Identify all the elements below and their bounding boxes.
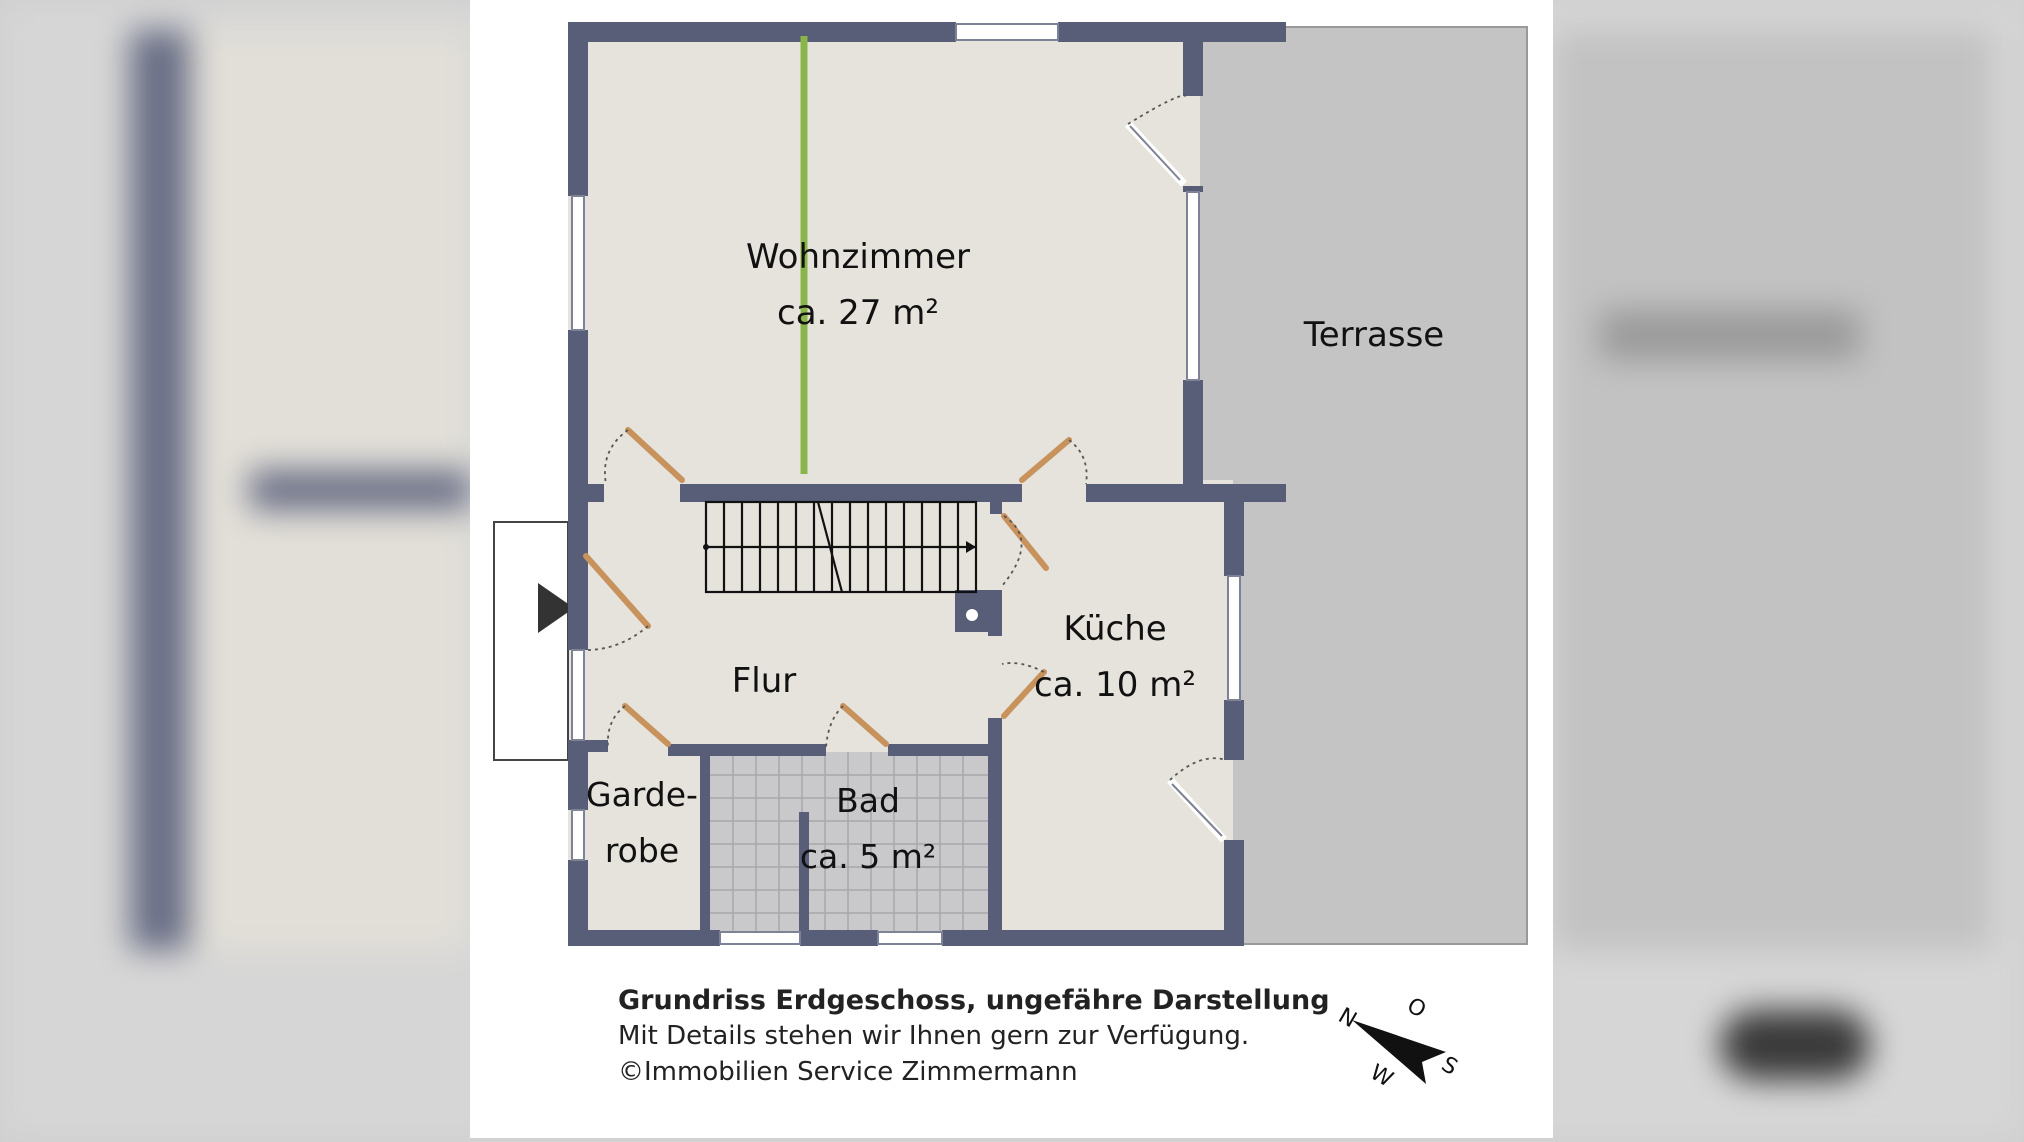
compass-north: N [1334,1003,1361,1033]
plan-caption: Grundriss Erdgeschoss, ungefähre Darstel… [618,984,1330,1090]
compass-west: W [1366,1060,1398,1093]
compass-needle-icon [1352,1020,1446,1084]
room-area-bad: ca. 5 m² [800,837,936,876]
entrance-landing [493,521,569,761]
room-name-flur: Flur [732,661,797,701]
room-name-wohnzimmer: Wohnzimmer [746,237,970,277]
room-area-wohnzimmer: ca. 27 m² [777,293,939,333]
compass-east: O [1402,993,1430,1023]
entrance-arrow-icon [538,583,574,633]
room-name-garderobe-1: Garde- [586,775,698,814]
room-name-kueche: Küche [1063,609,1166,649]
caption-title: Grundriss Erdgeschoss, ungefähre Darstel… [618,985,1330,1016]
room-area-kueche: ca. 10 m² [1034,665,1196,705]
wohnzimmer-floor [568,40,1200,490]
compass-rose: N O S W [1334,993,1462,1093]
room-name-garderobe-2: robe [605,831,679,870]
caption-line-2: ©Immobilien Service Zimmermann [618,1057,1078,1087]
room-name-terrasse: Terrasse [1303,315,1444,355]
caption-line-1: Mit Details stehen wir Ihnen gern zur Ve… [618,1021,1250,1051]
chimney-dot-icon [966,609,978,621]
compass-south: S [1437,1052,1462,1081]
room-name-bad: Bad [836,781,900,820]
